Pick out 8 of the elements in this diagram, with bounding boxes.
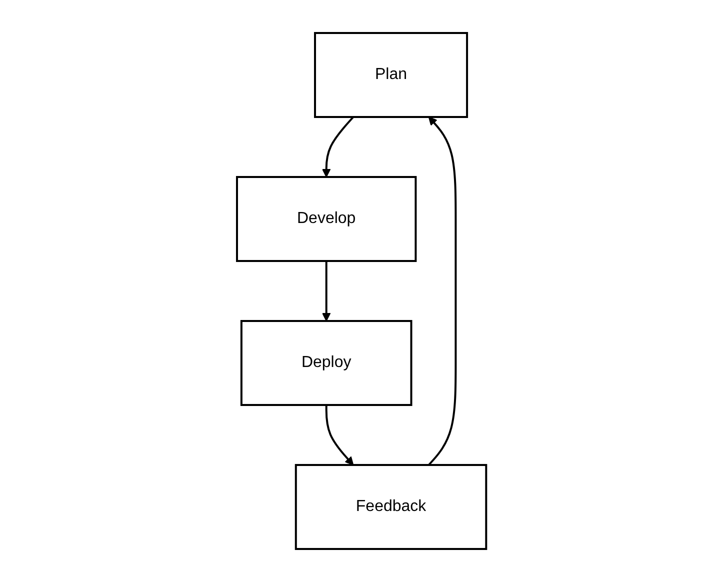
node-box: Develop — [236, 176, 418, 262]
node-box: Feedback — [295, 464, 488, 550]
arrow — [322, 261, 332, 322]
node-box: Deploy — [240, 320, 413, 406]
arrow — [428, 116, 458, 466]
node-box: Plan — [314, 32, 468, 118]
arrow — [322, 116, 354, 178]
arrow — [326, 405, 354, 466]
